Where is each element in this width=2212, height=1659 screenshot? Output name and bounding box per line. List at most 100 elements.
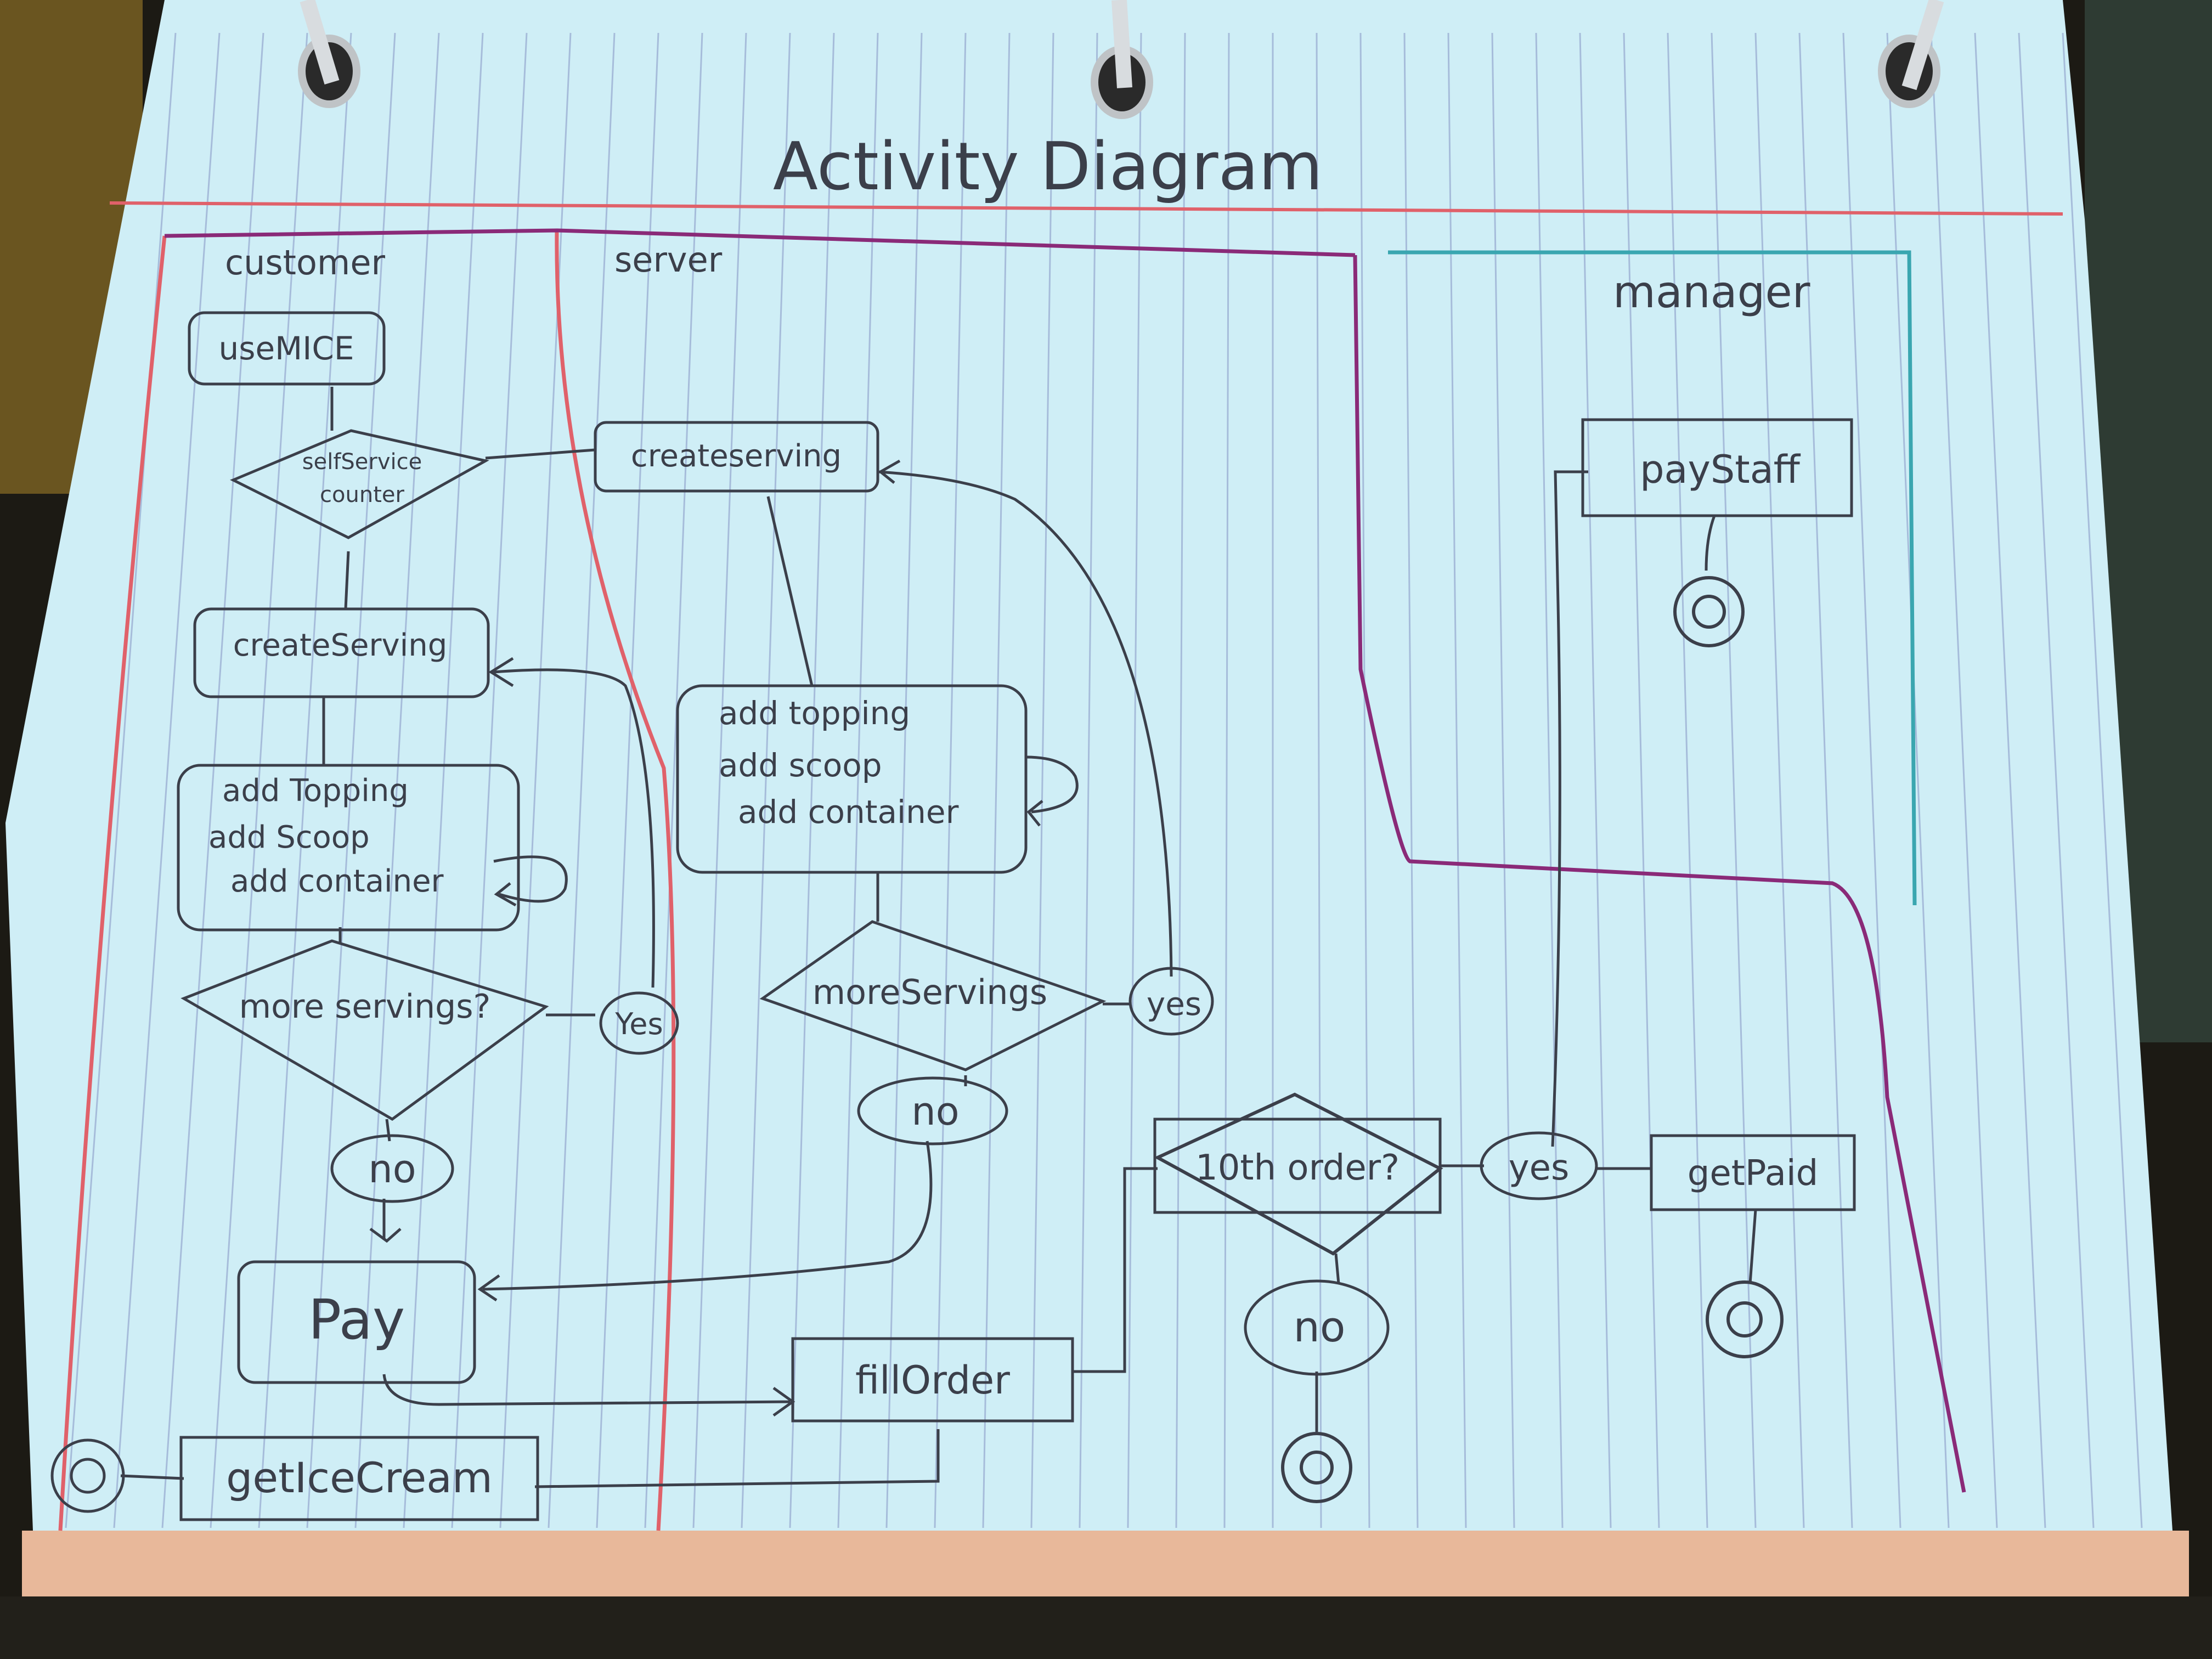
ruled-line [1623, 32, 1660, 1528]
ruled-line [403, 32, 484, 1528]
ruled-line [1930, 32, 1998, 1528]
ruled-line [2062, 32, 2143, 1528]
get-ice-cream-label: getIceCream [226, 1453, 493, 1502]
ruled-line [65, 32, 177, 1528]
pay-staff-action [1581, 418, 1853, 517]
pay-action [237, 1260, 476, 1384]
ruled-line [306, 32, 396, 1528]
manager-yes-label: yes [1509, 1148, 1570, 1188]
server-more-servings-label: moreServings [812, 972, 1047, 1012]
customer-yes-node [599, 991, 679, 1055]
ring-metal [300, 0, 1944, 91]
customer-more-servings-label: more servings? [239, 988, 491, 1026]
ruled-line [1030, 32, 1054, 1528]
ruled-line [1359, 32, 1370, 1528]
server-yes-node [1128, 967, 1214, 1036]
manager-no-label: no [1294, 1302, 1346, 1351]
customer-lane-left-line [58, 235, 167, 1531]
manager-yes-node [1480, 1131, 1598, 1200]
ruled-line [210, 32, 308, 1528]
customer-lane: useMICE selfService counter createServin… [50, 311, 679, 1521]
ruled-line [1579, 32, 1612, 1528]
pay-staff-label: payStaff [1640, 447, 1801, 492]
lane-label-customer: customer [225, 242, 385, 283]
ruled-line [1754, 32, 1805, 1528]
end-node-get-paid-inner [1726, 1301, 1763, 1338]
tenth-order-label: 10th order? [1195, 1148, 1400, 1188]
server-add-actions [676, 684, 1028, 874]
ruled-line [354, 32, 440, 1528]
server-lane-top-line [164, 228, 1356, 257]
server-more-servings-decision [759, 920, 1107, 1071]
ruled-line [1974, 32, 2046, 1528]
ruled-line [161, 32, 264, 1528]
customer-yes-label: Yes [614, 1007, 663, 1041]
customer-more-servings-decision [180, 939, 549, 1121]
ruled-line [1403, 32, 1419, 1528]
ruled-line [596, 32, 659, 1528]
server-create-serving-label: createserving [631, 438, 842, 474]
end-node-pay-staff-inner [1692, 595, 1726, 629]
server-create-serving-action [594, 421, 879, 493]
manager-lane-line [1388, 250, 1917, 906]
ruled-line [1667, 32, 1708, 1528]
get-paid-action [1650, 1134, 1856, 1211]
server-add-topping: add topping [719, 695, 910, 732]
ruled-line [982, 32, 1011, 1528]
end-node-no-outer [1281, 1432, 1352, 1503]
self-service-label-1: selfService [302, 449, 422, 475]
fill-order-label: fillOrder [855, 1358, 1010, 1403]
ruled-line [789, 32, 835, 1528]
ruled-line [1711, 32, 1757, 1528]
customer-create-serving-label: createServing [233, 628, 448, 663]
use-mice-label: useMICE [219, 330, 354, 367]
server-yes-label: yes [1147, 985, 1201, 1023]
ruled-line [2018, 32, 2095, 1528]
swimlane-lines [58, 228, 1966, 1531]
customer-no-label: no [368, 1147, 416, 1192]
ruled-line [1447, 32, 1467, 1528]
ruled-line [258, 32, 352, 1528]
server-lane: createserving add topping add scoop add … [594, 421, 1214, 1423]
ruled-line [934, 32, 967, 1528]
background-bottom [0, 1596, 2212, 1659]
ruled-line [1079, 32, 1098, 1528]
ruled-line [1886, 32, 1950, 1528]
get-ice-cream-action [179, 1436, 539, 1521]
end-node-get-paid-outer [1706, 1280, 1784, 1358]
ruled-line [113, 32, 221, 1528]
diagram-title: Activity Diagram [773, 129, 1323, 205]
ruled-line [1798, 32, 1853, 1528]
server-add-scoop: add scoop [719, 747, 882, 784]
manager-lane: 10th order? yes no payStaff getPaid [1153, 418, 1856, 1503]
ruled-line [741, 32, 791, 1528]
self-service-label-2: counter [320, 482, 404, 507]
server-no-node [857, 1076, 1008, 1146]
ruled-line [1127, 32, 1142, 1528]
connectors [120, 387, 1757, 1488]
use-mice-action [188, 311, 386, 386]
ruled-line [1535, 32, 1564, 1528]
lane-label-server: server [614, 240, 723, 280]
end-node-pay-staff-outer [1673, 576, 1745, 647]
get-paid-label: getPaid [1688, 1153, 1818, 1194]
customer-add-topping: add Topping [222, 773, 409, 809]
pay-label: Pay [308, 1288, 405, 1352]
ruled-line [885, 32, 923, 1528]
ruled-line [837, 32, 879, 1528]
start-node-inner [70, 1458, 106, 1494]
paper-bottom-strip [22, 1531, 2189, 1596]
customer-no-node [330, 1134, 454, 1203]
ruled-line [451, 32, 528, 1528]
ruled-line [1175, 32, 1186, 1528]
server-add-container: add container [738, 793, 959, 831]
customer-add-actions [177, 764, 520, 932]
ruled-line [1491, 32, 1515, 1528]
server-lane-right-line [1353, 255, 1966, 1493]
tenth-order-box [1153, 1118, 1442, 1214]
start-node-outer [50, 1438, 125, 1513]
ruled-line [548, 32, 616, 1528]
self-service-decision [230, 429, 489, 539]
server-no-label: no [911, 1089, 959, 1134]
